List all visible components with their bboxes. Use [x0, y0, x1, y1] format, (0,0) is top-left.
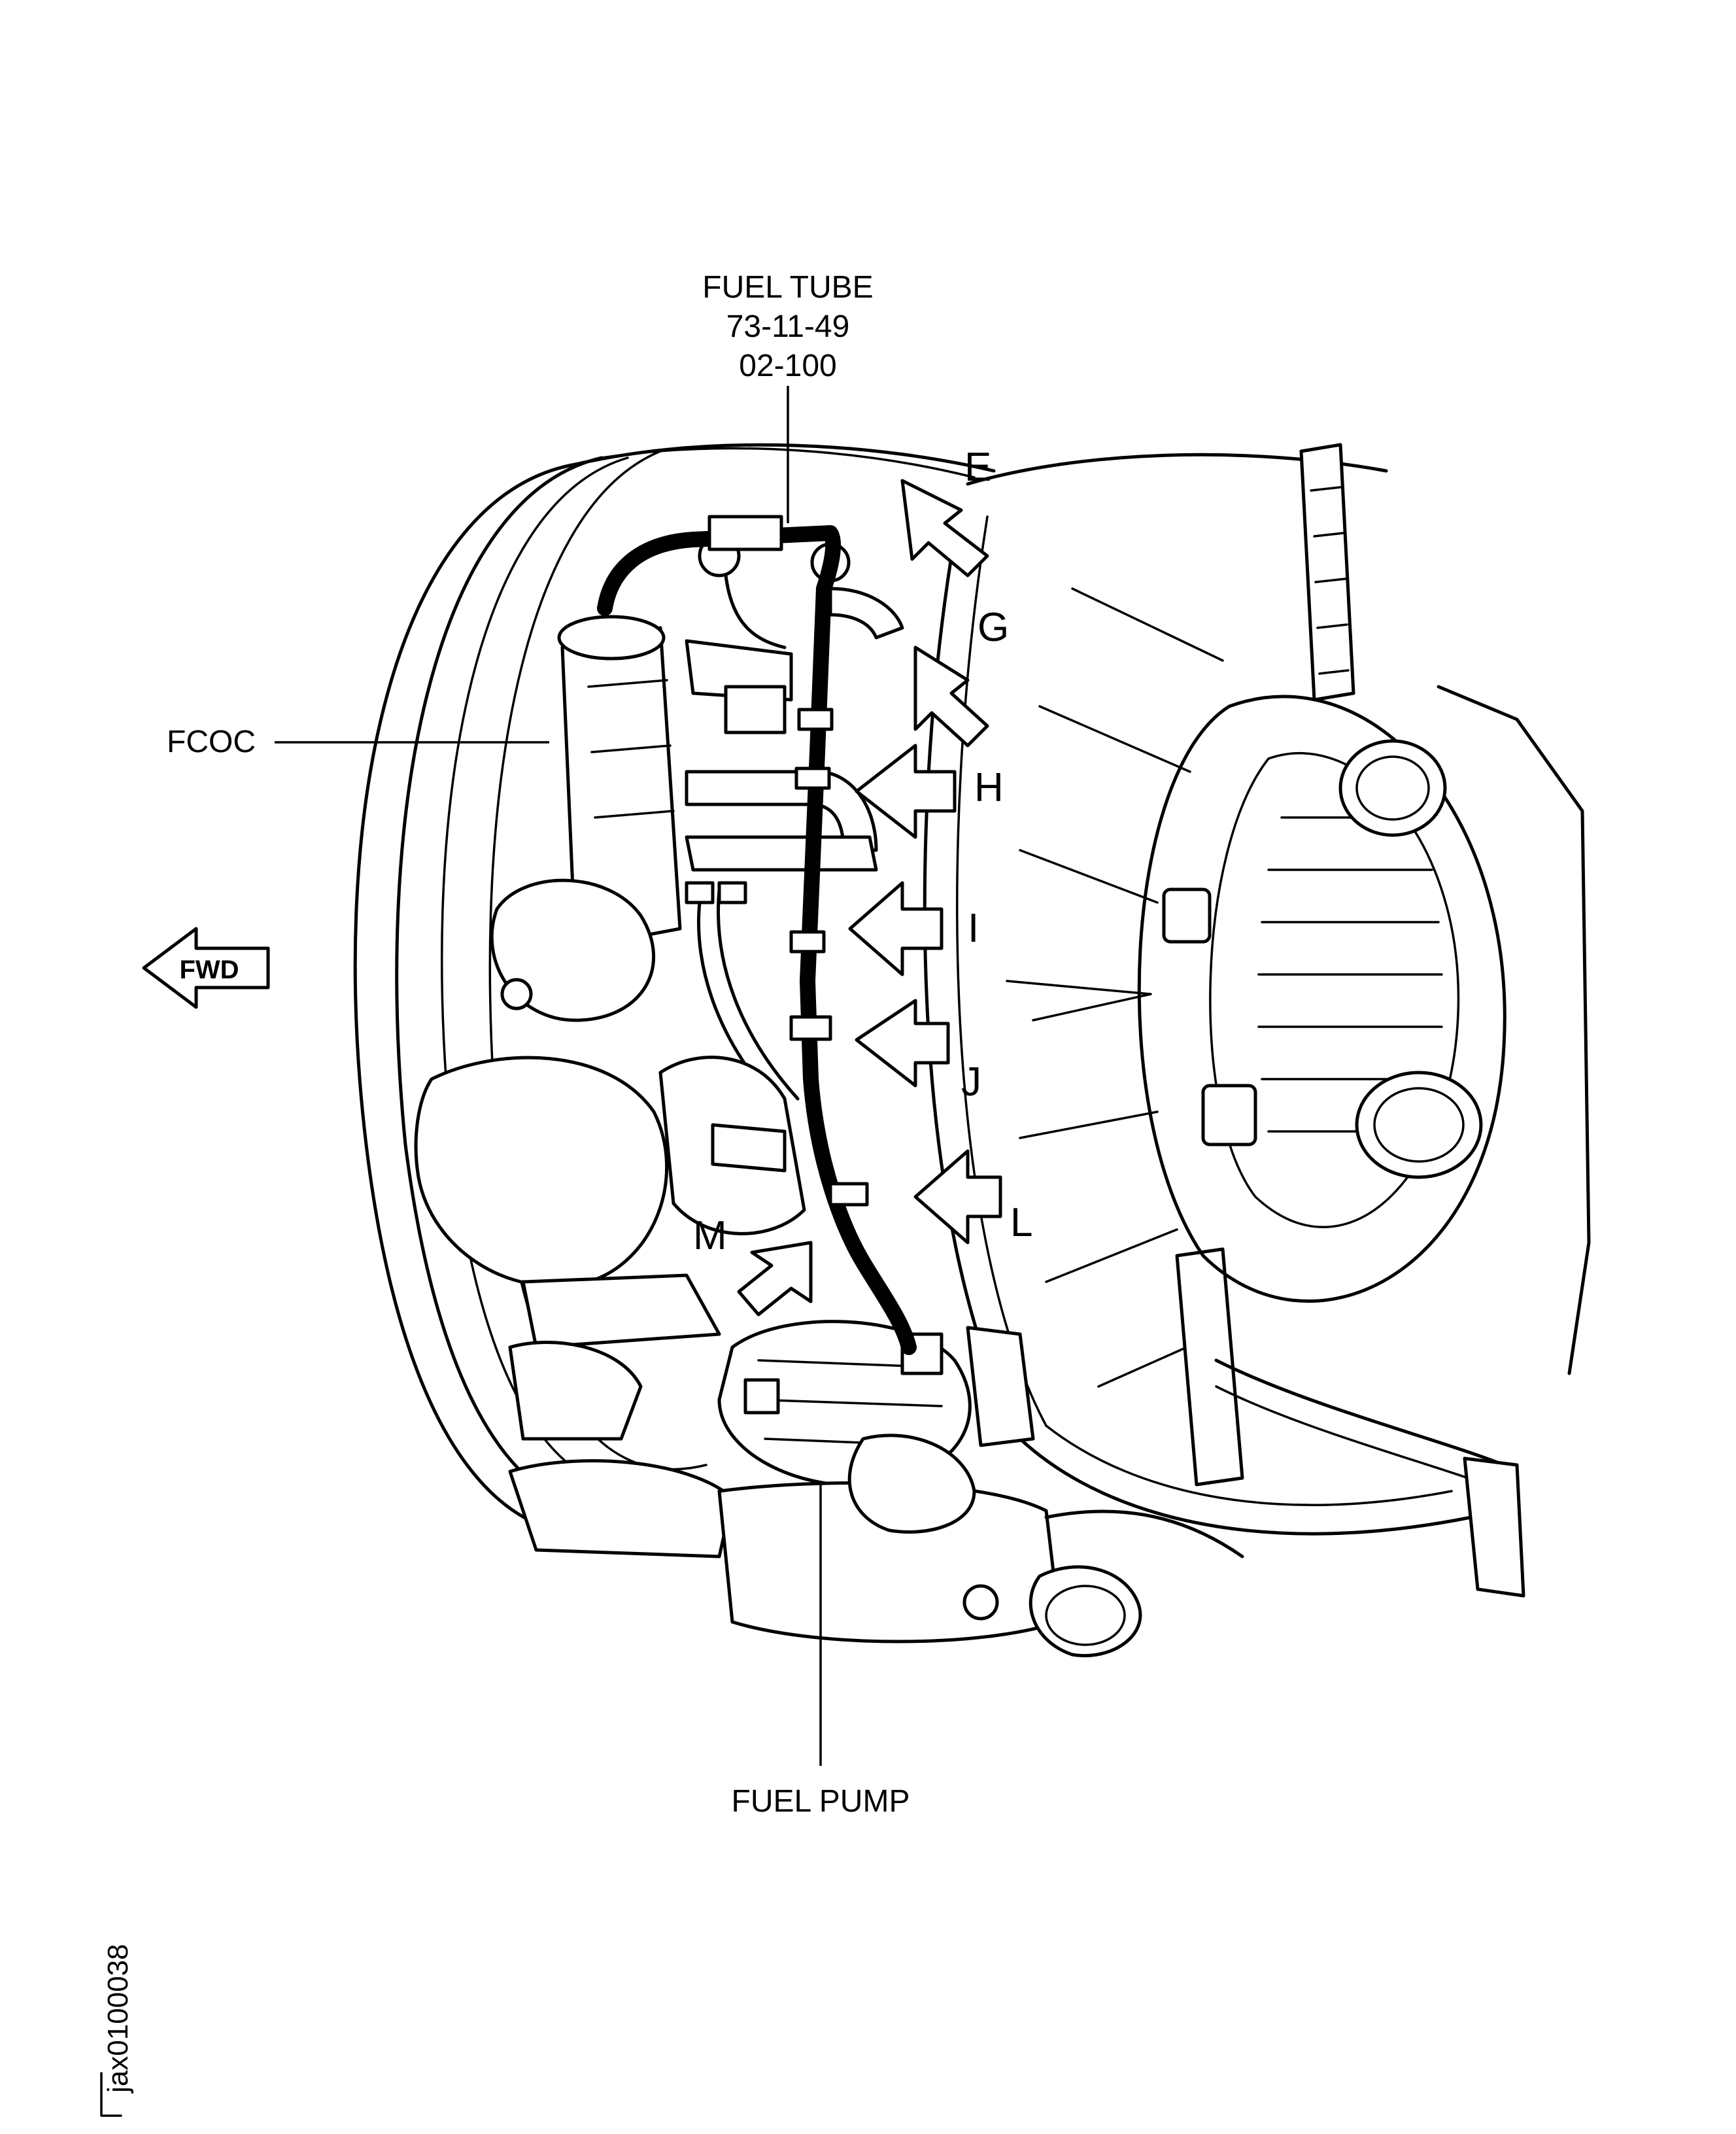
fuel-tube-ref-1: 73-11-49 [726, 309, 850, 344]
fwd-arrow: FWD [142, 927, 270, 1009]
fuel-tube [597, 525, 917, 1355]
view-letter-l: L [1010, 1200, 1032, 1245]
fuel-pump-assembly [414, 1056, 1244, 1657]
view-letter-m: M [693, 1213, 727, 1258]
view-arrows [737, 479, 1002, 1317]
fuel-tube-label: FUEL TUBE [702, 270, 873, 305]
fcoc-label: FCOC [167, 725, 256, 759]
fan-section [923, 443, 1591, 1598]
view-letter-e: E [964, 445, 991, 490]
fuel-tube-clips [789, 708, 869, 1207]
fuel-pump-label: FUEL PUMP [732, 1784, 910, 1819]
view-letter-g: G [978, 605, 1009, 650]
fuel-tube-clamp [707, 515, 783, 551]
view-letter-h: H [974, 765, 1004, 810]
fcoc-unit [490, 615, 682, 1022]
figure-id: jax0100038 [100, 1944, 134, 2117]
view-letter-i: I [968, 906, 979, 951]
view-letter-j: J [961, 1059, 981, 1105]
fuel-tube-ref-2: 02-100 [739, 349, 836, 383]
figure-id-label: jax0100038 [102, 1944, 134, 2094]
fwd-label: FWD [179, 955, 239, 984]
